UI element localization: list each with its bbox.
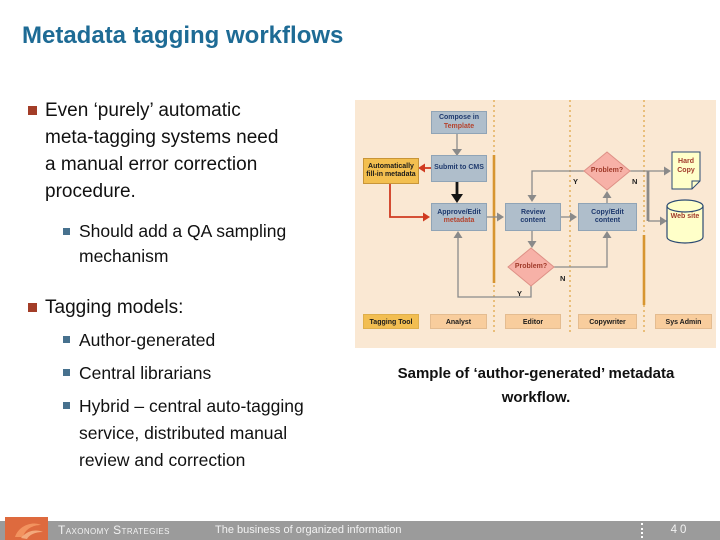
node-label: Submit to CMS (434, 164, 484, 172)
node-label: Compose in (438, 114, 480, 121)
page-number: 40 (670, 524, 690, 536)
node-label: metadata (443, 217, 475, 224)
copyedit-content-node: Copy/Edit content (578, 203, 637, 231)
sub-bullet-text: Hybrid – central auto-tagging service, d… (79, 396, 304, 470)
review-content-node: Review content (505, 203, 561, 231)
website-cylinder-top (666, 199, 704, 213)
submit-cms-node: Submit to CMS (431, 155, 487, 182)
problem1-diamond-label: Problem? (590, 167, 624, 174)
hardcopy-note-shape (671, 151, 701, 190)
node-label: Automatically (368, 162, 414, 170)
website-cylinder-shape (666, 205, 704, 244)
node-label: content (594, 217, 621, 224)
hardcopy-note-label: Hard Copy (677, 158, 695, 174)
footer-tagline: The business of organized information (215, 524, 402, 536)
problem2-diamond-label: Problem? (514, 263, 548, 270)
lane-label-copywriter: Copywriter (578, 314, 637, 329)
compose-template-node: Compose in Template (431, 111, 487, 134)
black-arrowhead (451, 194, 463, 203)
lane-divider-solid (492, 155, 646, 305)
gray-arrowheads (452, 149, 671, 248)
taxonomy-logo (5, 517, 48, 540)
workflow-diagram: Compose in Template Automatically fill-i… (355, 100, 716, 348)
node-label: Template (443, 122, 475, 130)
flow-connectors-svg (389, 100, 704, 332)
sub-bullet-square (63, 228, 70, 235)
sub-bullet-square (63, 369, 70, 376)
red-arrowheads (418, 163, 430, 222)
node-label: content (520, 217, 546, 224)
bullet-square (28, 106, 37, 115)
footer-brand: Taxonomy Strategies (58, 523, 170, 537)
approve-edit-metadata-node: Approve/Edit metadata (431, 203, 487, 231)
bullet-text: Even ‘purely’ automatic meta-tagging sys… (45, 100, 279, 202)
diagram-caption: Sample of ‘author-generated’ metadata wo… (397, 365, 675, 406)
node-label: fill-in metadata (366, 171, 416, 178)
website-cylinder-label: Web site (670, 213, 700, 220)
problem2-diamond (507, 247, 555, 287)
sub-bullet-text: Author-generated (79, 330, 216, 350)
footer-divider (641, 523, 643, 538)
lane-label-sys-admin: Sys Admin (655, 314, 712, 329)
sub-bullet-text: Central librarians (79, 363, 212, 383)
lane-label-editor: Editor (505, 314, 561, 329)
node-label: Copy/Edit (591, 208, 624, 216)
auto-fill-metadata-node: Automatically fill-in metadata (363, 158, 419, 184)
lane-label-analyst: Analyst (430, 314, 487, 329)
problem1-no-label: N (632, 177, 638, 186)
lane-label-tagging-tool: Tagging Tool (363, 314, 419, 329)
footer-bar (0, 521, 720, 540)
bullet-text: Tagging models: (45, 297, 184, 318)
gray-connectors (456, 134, 665, 298)
red-connectors (389, 167, 431, 218)
hardcopy-fold (691, 180, 700, 189)
node-label: Approve/Edit (437, 208, 481, 216)
sub-bullet-square (63, 336, 70, 343)
problem2-no-label: N (560, 274, 566, 283)
problem2-yes-label: Y (517, 289, 523, 298)
sub-bullet-square (63, 402, 70, 409)
bullet-square (28, 303, 37, 312)
sub-bullet-text: Should add a QA sampling mechanism (79, 221, 287, 266)
slide-title: Metadata tagging workflows (22, 22, 344, 49)
logo-swirl-icon (15, 523, 43, 539)
problem1-yes-label: Y (573, 177, 579, 186)
problem1-diamond (583, 151, 631, 191)
node-label: Review (520, 208, 546, 216)
